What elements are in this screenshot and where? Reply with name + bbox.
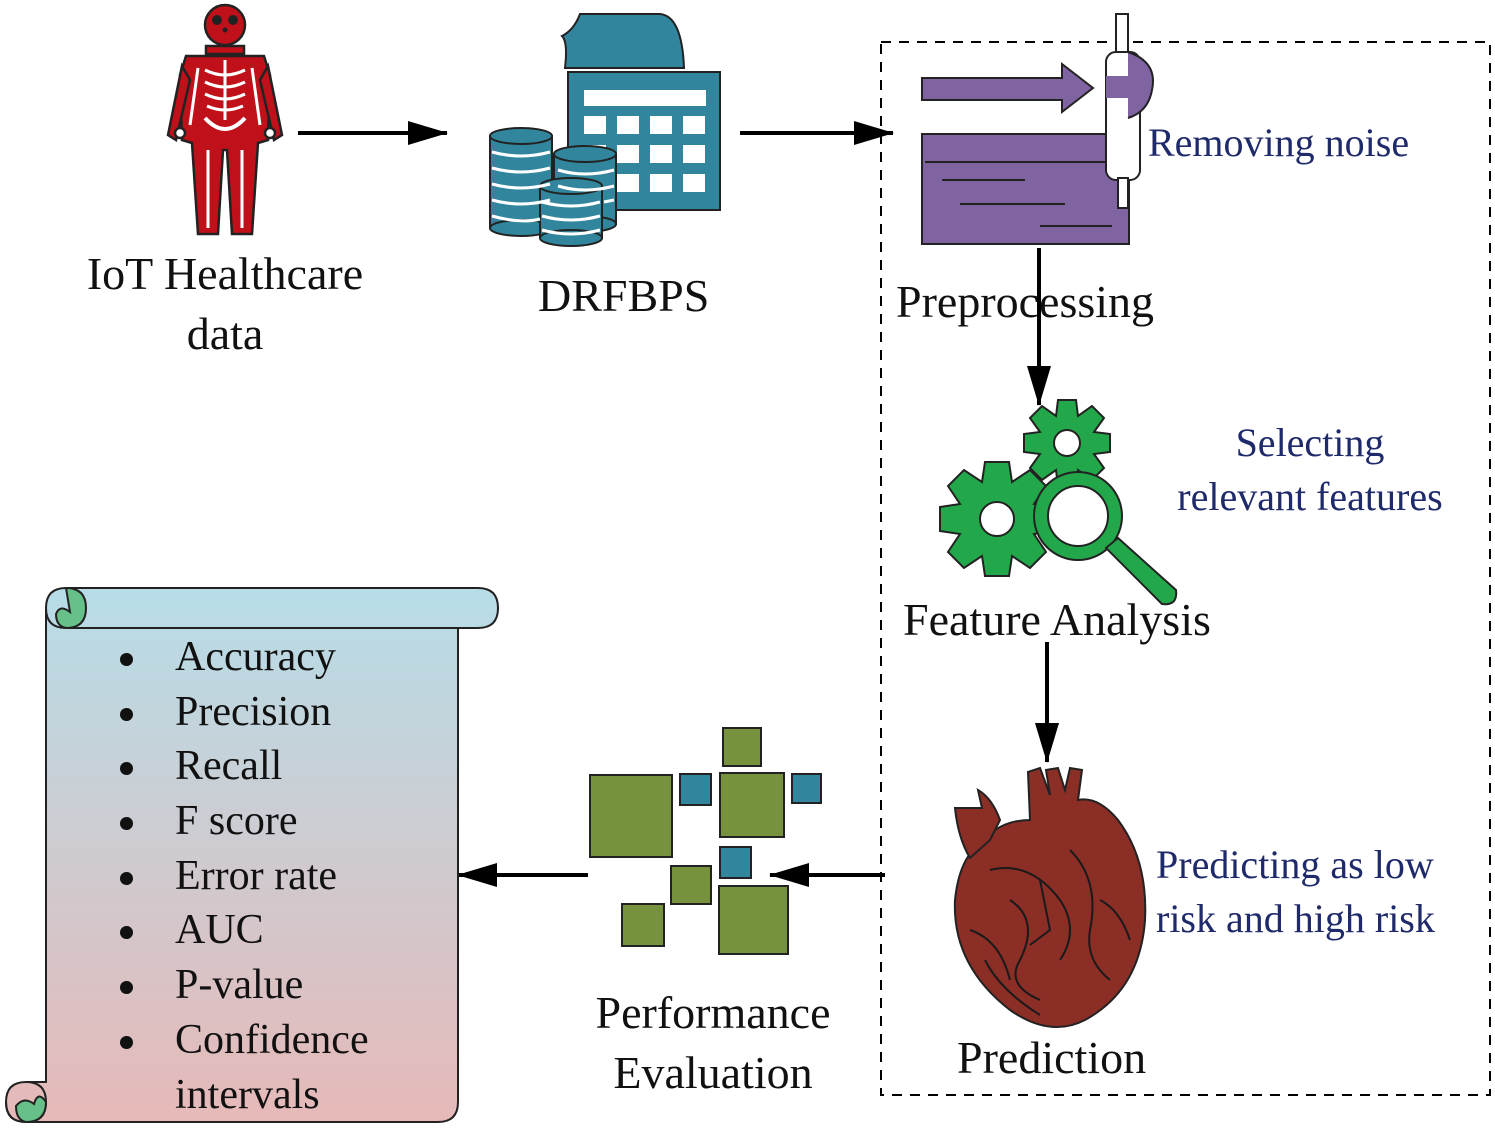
iot-label-line2: data [186,307,264,359]
prediction-label: Prediction [957,1032,1147,1083]
metric-item: Accuracy [112,630,369,685]
metric-item: Error rate [112,849,369,904]
metrics-list: Accuracy Precision Recall F score Error … [112,630,369,1122]
preprocessing-label: Preprocessing [896,276,1155,327]
feature-analysis-label: Feature Analysis [903,594,1211,645]
processing-frame [880,41,1491,1096]
performance-label: Performance Evaluation [563,983,863,1103]
gears-magnifier-icon [939,399,1178,606]
iot-label-line1: IoT Healthcare [86,248,364,299]
metric-item: P-value [112,958,369,1013]
skeleton-bones [188,60,262,228]
iot-label: IoT Healthcare data [40,244,410,364]
filter-document-icon [921,13,1154,245]
removing-noise-note: Removing noise [1148,120,1410,165]
database-calendar-icon [489,13,721,247]
tiles-icon [589,727,822,955]
selecting-features-line2: relevant features [1177,474,1443,519]
skeleton-icon [166,3,284,236]
metric-item: AUC [112,903,369,958]
prediction-note: Predicting as low risk and high risk [1156,838,1435,946]
metric-item: Recall [112,739,369,794]
metric-item: Precision [112,685,369,740]
prediction-note-line2: risk and high risk [1156,896,1435,941]
performance-label-line1: Performance [595,987,831,1038]
heart-vessels [969,849,1131,1016]
metric-item-continuation: intervals [175,1071,320,1118]
metric-item: Confidence [112,1013,369,1068]
selecting-features-note: Selecting relevant features [1150,416,1470,524]
selecting-features-line1: Selecting [1235,420,1385,465]
drfbps-label: DRFBPS [538,270,710,321]
prediction-note-line1: Predicting as low [1156,842,1434,887]
metric-item: F score [112,794,369,849]
heart-icon [953,766,1147,1029]
performance-label-line2: Evaluation [613,1046,813,1098]
